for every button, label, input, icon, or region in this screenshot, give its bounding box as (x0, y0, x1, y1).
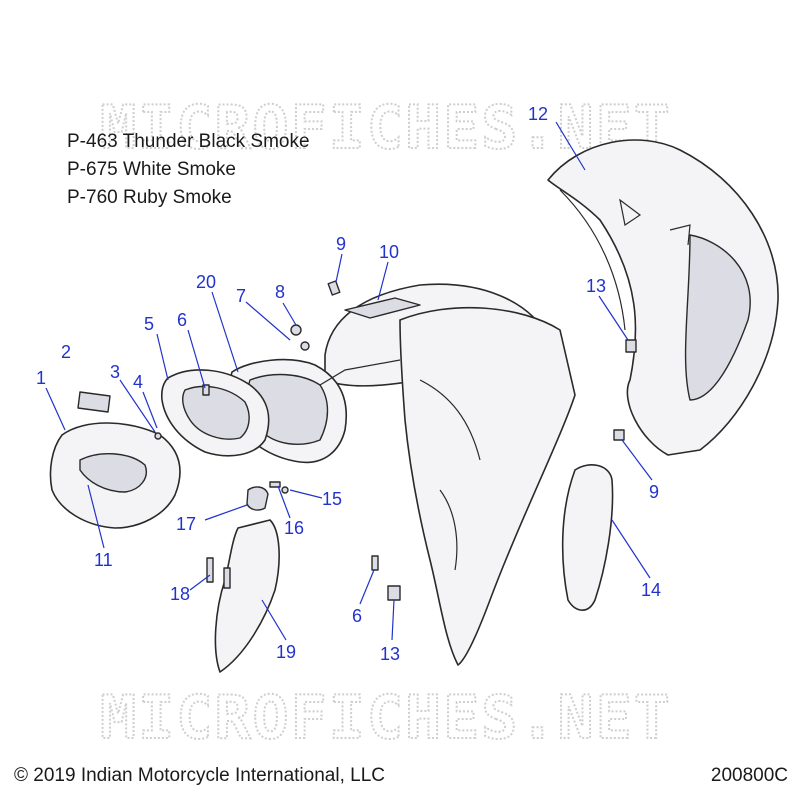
callout-2: 2 (61, 342, 71, 362)
legend-item: P-463 Thunder Black Smoke (67, 131, 310, 152)
callout-3: 3 (110, 362, 120, 382)
callout-6-bottom: 6 (352, 606, 362, 626)
callout-6: 6 (177, 310, 187, 330)
callout-10: 10 (379, 242, 399, 262)
callout-15: 15 (322, 489, 342, 509)
diagram-code: 200800C (710, 765, 788, 786)
callout-7: 7 (236, 286, 246, 306)
leader-lines (45, 121, 653, 641)
callout-9-right: 9 (649, 482, 659, 502)
callout-17: 17 (176, 514, 196, 534)
color-legend: P-463 Thunder Black Smoke P-675 White Sm… (67, 128, 310, 212)
copyright-text: © 2019 Indian Motorcycle International, … (14, 765, 385, 786)
part-5-gasket (160, 369, 270, 457)
callout-4: 4 (133, 372, 143, 392)
part-2-decal (77, 391, 111, 413)
part-14-side-panel (561, 464, 614, 611)
part-17-knob (246, 486, 269, 511)
callout-19: 19 (276, 642, 296, 662)
callout-14: 14 (641, 580, 661, 600)
callout-8: 8 (275, 282, 285, 302)
legend-item: P-675 White Smoke (67, 159, 236, 180)
part-1-cover (49, 422, 181, 529)
callouts: 1 2 3 4 5 6 20 7 8 9 10 12 13 9 14 15 16… (36, 104, 661, 664)
watermark-bottom: MICROFICHES.NET (100, 683, 672, 753)
part-10-nacelle (324, 283, 576, 666)
callout-13-bottom: 13 (380, 644, 400, 664)
callout-12: 12 (528, 104, 548, 124)
hardware (154, 280, 637, 601)
callout-9-top: 9 (336, 234, 346, 254)
callout-11: 11 (94, 550, 113, 570)
legend-item: P-760 Ruby Smoke (67, 187, 232, 208)
part-12-fairing (547, 139, 779, 456)
callout-5: 5 (144, 314, 154, 334)
callout-18: 18 (170, 584, 190, 604)
callout-16: 16 (284, 518, 304, 538)
watermark-top: MICROFICHES.NET (100, 93, 672, 163)
part-19-bracket (214, 519, 280, 673)
callout-1: 1 (36, 368, 46, 388)
callout-20: 20 (196, 272, 216, 292)
callout-13-right: 13 (586, 276, 606, 296)
